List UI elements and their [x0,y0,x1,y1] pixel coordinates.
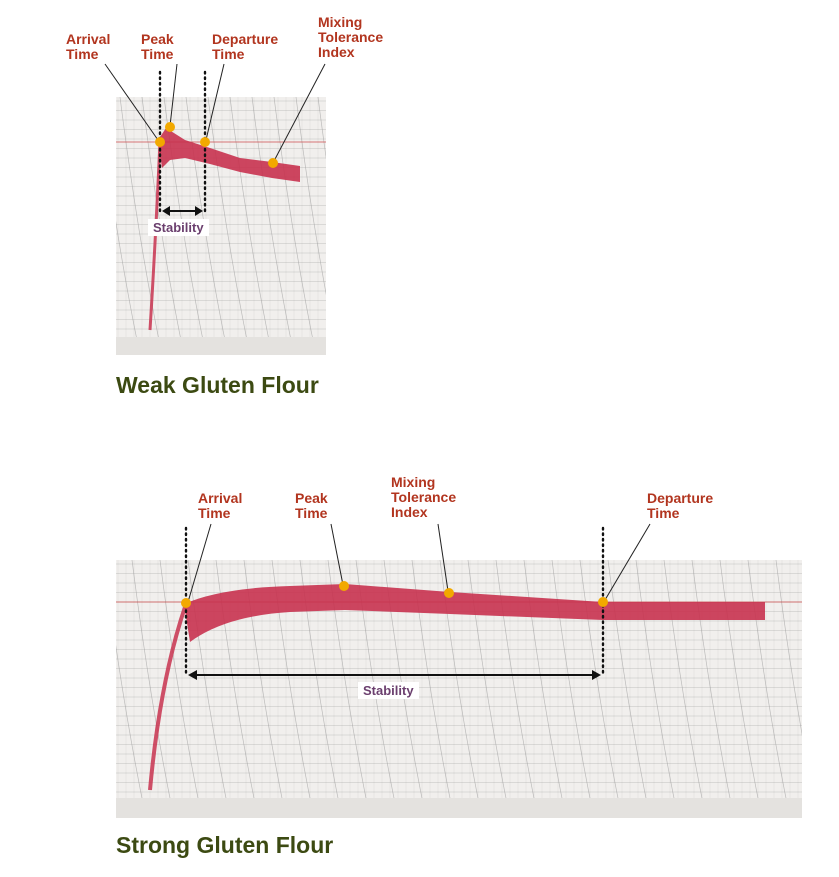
strong-peak-marker [339,581,349,591]
weak-grid-arc [119,97,163,355]
strong-gluten-panel: Arrival Time Peak Time Mixing Tolerance … [0,420,839,877]
weak-grid-arc [273,97,317,355]
weak-gluten-panel: Arrival Time Peak Time Departure Time Mi… [0,0,839,420]
strong-arrival-marker [181,598,191,608]
strong-arrival-leader [187,523,212,603]
strong-rising-trace [148,603,188,791]
strong-farinograph-chart [116,523,839,818]
weak-chart-paper [116,97,382,355]
strong-stability-arrow-right [592,670,601,680]
weak-grid-arc [340,97,382,355]
strong-grid-arc [775,560,802,736]
weak-stability-arrow-right [195,206,203,216]
strong-grid-arc [663,560,707,818]
strong-grid-arc [523,560,567,818]
strong-departure-marker [598,597,608,607]
strong-mti-marker [444,588,454,598]
weak-peak-time-label: Peak Time [141,31,174,62]
strong-mti-leader [437,523,449,592]
weak-departure-time-label: Departure Time [212,31,279,62]
weak-axis-strip [116,337,326,355]
weak-consistency-band [158,128,300,182]
weak-rising-trace [148,141,162,331]
weak-grid-arc [317,97,326,160]
strong-grid-arc [804,560,839,818]
strong-departure-leader [604,523,651,601]
strong-arrival-time-label: Arrival Time [198,490,243,521]
strong-grid-arc [579,560,623,818]
weak-stability-arrow-left [162,206,170,216]
strong-axis-strip [116,798,802,818]
strong-consistency-band [184,584,765,642]
weak-grid-arc [295,97,326,296]
weak-mti-leader [273,63,326,162]
strong-grid-arc [116,806,119,818]
strong-peak-leader [330,523,344,586]
strong-grid-arc [159,560,203,818]
strong-stability-arrow-left [188,670,197,680]
strong-grid-arc [131,560,175,818]
strong-grid-arc [635,560,679,818]
weak-mti-marker [268,158,278,168]
strong-chart-paper [116,560,839,818]
weak-caption: Weak Gluten Flour [116,372,319,398]
weak-stability-label: Stability [148,219,209,236]
weak-departure-leader [205,63,225,141]
strong-peak-time-label: Peak Time [295,490,328,521]
strong-grid-arc [691,560,735,818]
strong-mixing-tolerance-index-label: Mixing Tolerance Index [391,474,457,520]
strong-grid-arc [551,560,595,818]
weak-grid-arc [229,97,273,355]
strong-caption: Strong Gluten Flour [116,832,334,858]
weak-grid-arc [251,97,295,355]
strong-grid-arc [187,560,231,818]
strong-grid-arc [747,560,791,818]
weak-grid-arc [116,343,119,355]
weak-mixing-tolerance-index-label: Mixing Tolerance Index [318,14,384,60]
weak-grid-arc [116,220,141,355]
strong-grid-arc [607,560,651,818]
strong-grid-arc [116,644,147,818]
weak-departure-marker [200,137,210,147]
weak-farinograph-chart [104,63,382,355]
weak-peak-marker [165,122,175,132]
weak-arrival-time-label: Arrival Time [66,31,111,62]
strong-stability-label: Stability [358,682,419,699]
strong-grid-arc [719,560,763,818]
weak-arrival-leader [104,63,159,141]
strong-departure-time-label: Departure Time [647,490,714,521]
weak-arrival-marker [155,137,165,147]
weak-grid-arc [207,97,251,355]
weak-peak-leader [169,63,178,127]
